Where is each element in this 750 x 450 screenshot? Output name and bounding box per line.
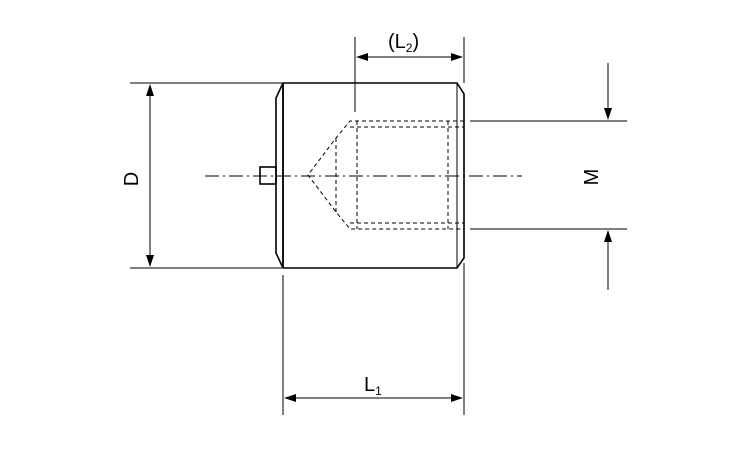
dimension-d-label: D [121, 172, 143, 186]
dimension-m-label: M [581, 169, 603, 186]
dimension-l2-label: (L2) [388, 31, 419, 55]
dimension-d: D [121, 82, 283, 269]
dimension-l1-label: L1 [364, 374, 382, 398]
dimension-l1: L1 [282, 263, 465, 415]
dimension-m: M [470, 63, 627, 290]
threaded-hole-hidden-lines [307, 120, 464, 230]
dimension-l2: (L2) [354, 31, 465, 112]
